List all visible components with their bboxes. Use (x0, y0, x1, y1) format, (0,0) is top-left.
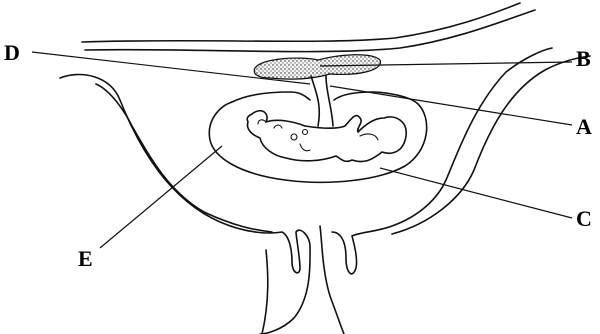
leader-e (100, 146, 222, 248)
uterine-wall-top (82, 3, 535, 52)
label-leaders (32, 52, 572, 248)
embryo (247, 111, 406, 162)
umbilical-cord (311, 76, 333, 126)
leader-a (330, 86, 572, 125)
amniotic-sac (209, 92, 426, 182)
uterine-walls-sides (60, 48, 590, 334)
label-d: D (4, 40, 20, 65)
label-a: A (576, 114, 592, 139)
label-e: E (78, 246, 93, 271)
label-c: C (576, 206, 592, 231)
leader-c (380, 168, 572, 218)
label-b: B (576, 46, 591, 71)
placenta (254, 55, 380, 79)
